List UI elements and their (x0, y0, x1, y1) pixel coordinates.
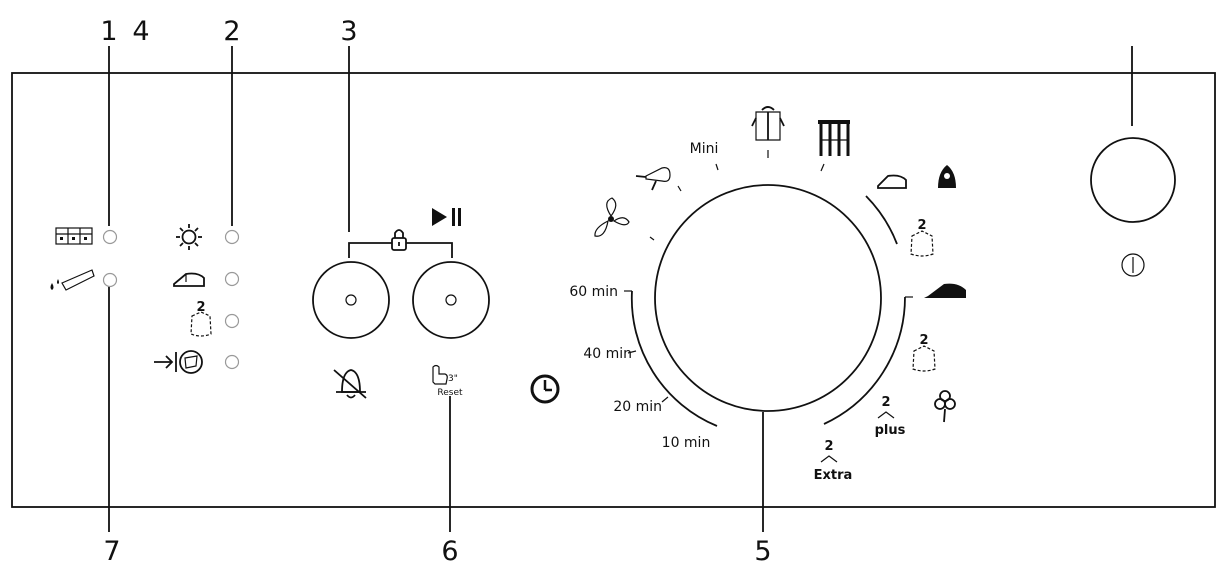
time-60-label: 60 min (569, 284, 618, 300)
extra-label: Extra (814, 468, 853, 483)
callout-5: 5 (754, 536, 771, 567)
callout-2: 2 (223, 16, 240, 47)
time-40-label: 40 min (583, 346, 632, 362)
programme-dial[interactable] (654, 184, 882, 412)
lock-icon (391, 229, 407, 251)
hairdryer-icon (635, 167, 671, 191)
time-20-label: 20 min (613, 399, 662, 415)
callout-3: 3 (340, 16, 357, 47)
sun-led (224, 229, 240, 245)
cupboard-dry-icon: 2 (190, 300, 212, 337)
hold-seconds-label: 3" (448, 374, 458, 384)
iron-filled-icon (924, 283, 966, 298)
reset-label: Reset (437, 388, 463, 398)
hanger-extra-icon: 2 (820, 439, 838, 463)
play-pause-icon (432, 208, 461, 226)
lint-filter-icon (154, 350, 203, 374)
power-icon (1121, 253, 1145, 277)
hanger-icon: 2 (910, 218, 934, 257)
fan-icon (594, 197, 630, 237)
hanger-plus-icon: 2 (877, 395, 895, 419)
callout-4: 4 (132, 16, 149, 47)
wool-icon (938, 165, 956, 188)
sun-icon (176, 224, 202, 250)
cotton-icon (934, 390, 956, 423)
iron-icon (173, 272, 205, 287)
iron-outline-icon (877, 174, 907, 189)
callout-1: 1 (100, 16, 117, 47)
callout-6: 6 (441, 536, 458, 567)
lint-filter-led (224, 354, 240, 370)
hand-press-icon (432, 364, 448, 385)
dial-hanger-digit-3: 2 (881, 395, 890, 410)
water-container-icon (50, 269, 95, 291)
timer-arc (630, 290, 718, 427)
hanger-icon-2: 2 (912, 333, 936, 372)
time-10-label: 10 min (662, 435, 711, 451)
dial-hanger-digit-1: 2 (917, 218, 926, 233)
drawer-led (102, 229, 118, 245)
callout-7: 7 (103, 536, 120, 567)
dial-arc-right (823, 296, 906, 425)
cupboard-dry-led (224, 313, 240, 329)
plus-label: plus (875, 423, 906, 438)
dial-hanger-digit-2: 2 (919, 333, 928, 348)
bell-off-icon (333, 369, 367, 399)
alarm-button[interactable] (312, 261, 390, 339)
iron-led (224, 271, 240, 287)
mini-label: Mini (690, 141, 719, 157)
water-container-led (102, 272, 118, 288)
dial-ticks (624, 150, 913, 403)
shirt-icon (751, 106, 785, 141)
control-panel-frame (11, 72, 1216, 508)
start-pause-button[interactable] (412, 261, 490, 339)
drawer-icon (55, 227, 93, 245)
towels-icon (818, 120, 850, 156)
clock-icon (530, 374, 560, 404)
dial-hanger-digit-4: 2 (824, 439, 833, 454)
power-button[interactable] (1090, 137, 1176, 223)
hanger-digit: 2 (196, 300, 205, 315)
dial-arc-top-right (865, 195, 898, 245)
